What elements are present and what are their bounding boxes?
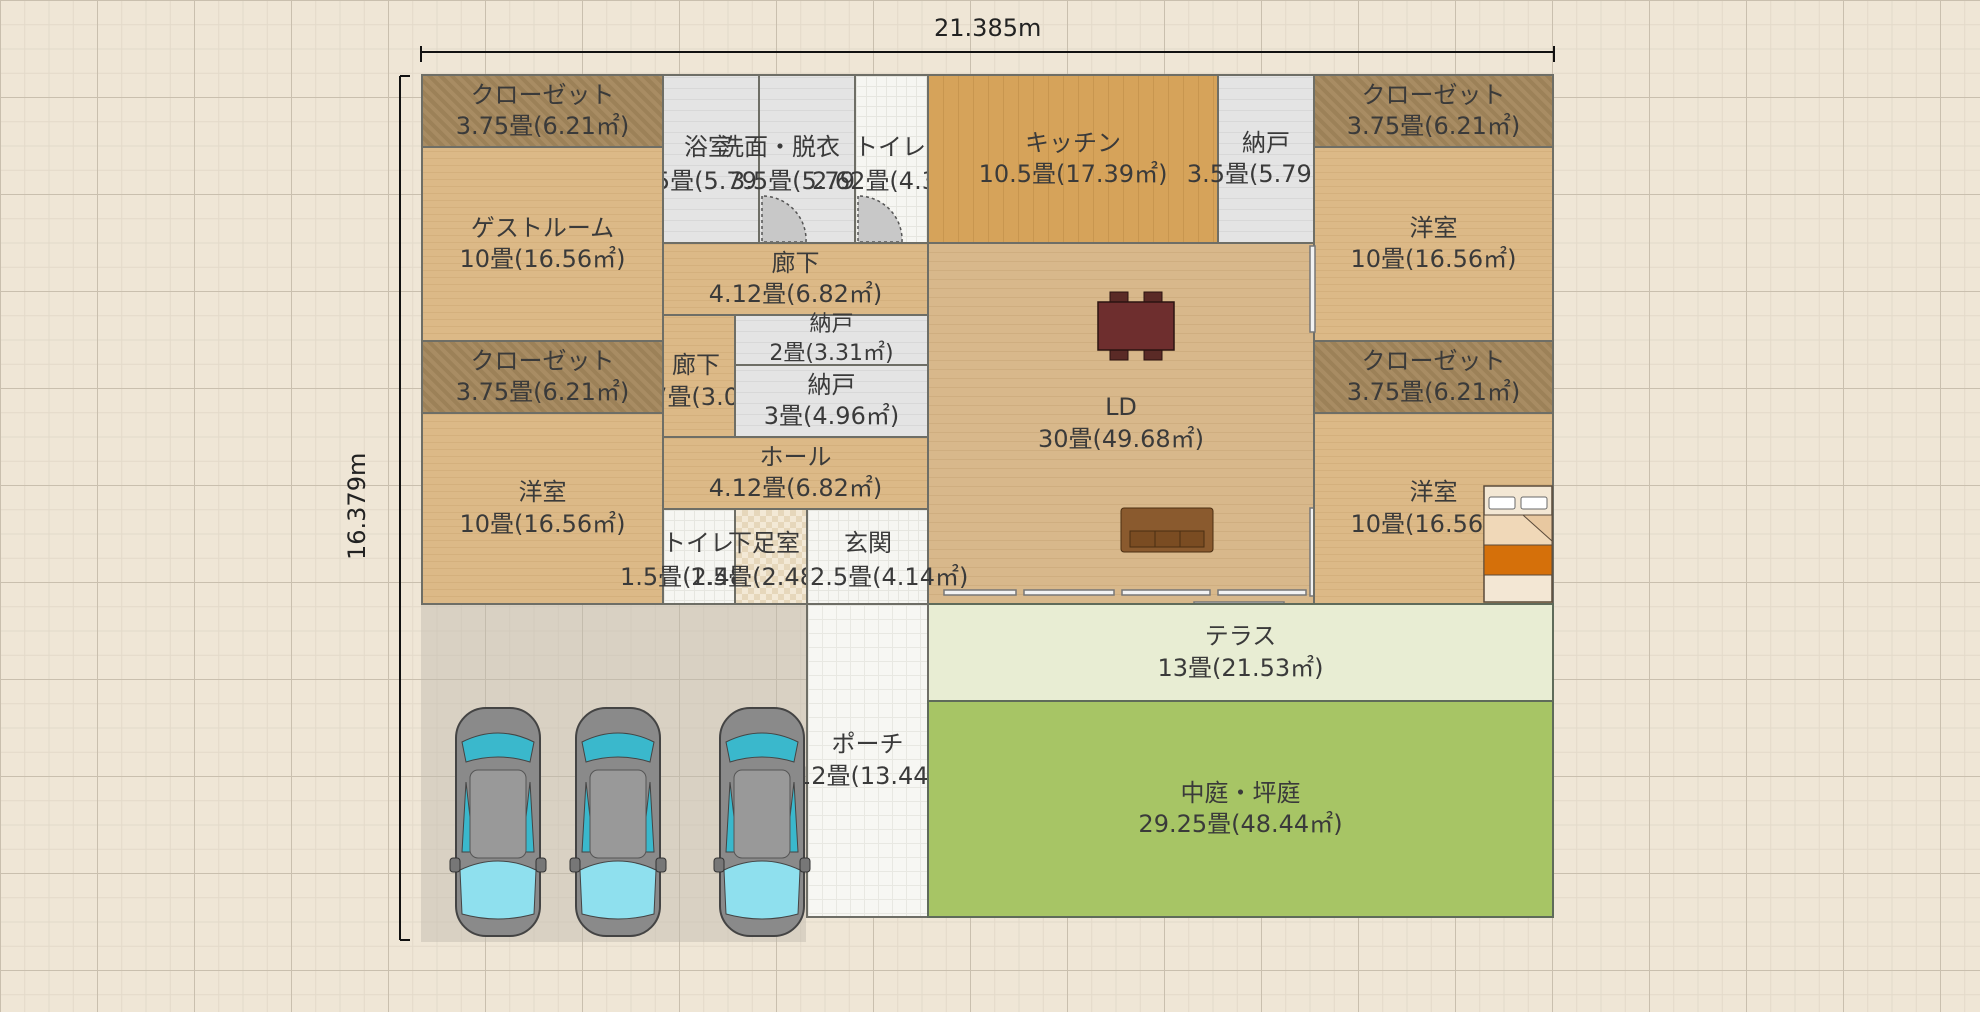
room-name: クローゼット bbox=[470, 80, 615, 109]
room-area: 4.12畳(6.82㎡) bbox=[708, 474, 883, 502]
room-name: クローゼット bbox=[1361, 80, 1506, 109]
room-name: 廊下 bbox=[771, 248, 820, 277]
room-area: 3.75畳(6.21㎡) bbox=[455, 112, 630, 140]
room-area: 3.75畳(6.21㎡) bbox=[1346, 378, 1521, 406]
room-area: 3.75畳(6.21㎡) bbox=[1346, 112, 1521, 140]
room-western-top-right[interactable]: 洋室 10畳(16.56㎡) bbox=[1313, 146, 1554, 342]
room-corridor-small[interactable]: 廊下 1.87畳(3.09㎡) bbox=[614, 314, 788, 438]
room-name: 納戸 bbox=[807, 370, 856, 399]
room-name: トイレ bbox=[662, 529, 734, 557]
room-area: 10畳(16.56㎡) bbox=[459, 245, 626, 273]
room-name: クローゼット bbox=[1361, 346, 1506, 375]
room-hall[interactable]: ホール 4.12畳(6.82㎡) bbox=[662, 436, 929, 510]
room-closet-mid-right[interactable]: クローゼット 3.75畳(6.21㎡) bbox=[1313, 340, 1554, 414]
room-name: 納戸 bbox=[1242, 128, 1290, 157]
room-area: 2.5畳(4.14㎡) bbox=[810, 563, 969, 591]
room-name: ゲストルーム bbox=[470, 213, 615, 242]
area-terrace[interactable]: テラス 13畳(21.53㎡) bbox=[927, 603, 1554, 702]
room-storage-mid-2[interactable]: 納戸 3畳(4.96㎡) bbox=[734, 364, 929, 438]
room-name: テラス bbox=[1204, 622, 1277, 651]
room-name: 廊下 bbox=[672, 351, 720, 379]
room-name: 下足室 bbox=[728, 529, 800, 557]
room-name: 納戸 bbox=[809, 312, 854, 338]
room-name: 洋室 bbox=[1409, 213, 1458, 242]
room-name: トイレ bbox=[854, 133, 926, 161]
room-area: 2畳(3.31㎡) bbox=[769, 341, 894, 366]
room-name: LD bbox=[1105, 393, 1137, 422]
room-storage-top[interactable]: 納戸 3.5畳(5.79㎡) bbox=[1187, 74, 1345, 244]
room-name: キッチン bbox=[1025, 128, 1121, 157]
room-area: 10.5畳(17.39㎡) bbox=[978, 160, 1168, 188]
room-name: 洋室 bbox=[1409, 478, 1458, 507]
room-area: 3畳(4.96㎡) bbox=[763, 402, 900, 430]
room-kitchen[interactable]: キッチン 10.5畳(17.39㎡) bbox=[927, 74, 1219, 244]
area-courtyard[interactable]: 中庭・坪庭 29.25畳(48.44㎡) bbox=[927, 700, 1554, 918]
room-guest-room[interactable]: ゲストルーム 10畳(16.56㎡) bbox=[421, 146, 664, 342]
room-shoe-room[interactable]: 下足室 1.5畳(2.48㎡) bbox=[690, 508, 848, 605]
room-name: クローゼット bbox=[470, 346, 615, 375]
room-entrance[interactable]: 玄関 2.5畳(4.14㎡) bbox=[806, 508, 968, 605]
room-area: 4.12畳(6.82㎡) bbox=[708, 280, 883, 308]
room-area: 3.75畳(6.21㎡) bbox=[455, 378, 630, 406]
room-toilet-top[interactable]: トイレ 2.62畳(4.33㎡) bbox=[812, 74, 986, 244]
dining-table-icon bbox=[1097, 291, 1175, 361]
car-icon bbox=[449, 707, 547, 937]
room-name: 洋室 bbox=[518, 478, 567, 507]
room-area: 13畳(21.53㎡) bbox=[1157, 653, 1324, 682]
room-western-bottom-left[interactable]: 洋室 10畳(16.56㎡) bbox=[421, 412, 664, 605]
room-name: 玄関 bbox=[844, 529, 892, 557]
room-area: 10畳(16.56㎡) bbox=[1350, 245, 1517, 273]
height-dimension: 16.379m bbox=[343, 452, 371, 560]
sofa-icon bbox=[1120, 507, 1214, 553]
room-name: 浴室 bbox=[684, 133, 732, 161]
bed-icon bbox=[1483, 485, 1553, 603]
room-area: 10畳(16.56㎡) bbox=[459, 509, 626, 538]
room-closet-top-right[interactable]: クローゼット 3.75畳(6.21㎡) bbox=[1313, 74, 1554, 148]
room-washroom[interactable]: 洗面・脱衣 3.5畳(5.79㎡) bbox=[720, 74, 888, 244]
car-icon bbox=[569, 707, 667, 937]
room-area: 29.25畳(48.44㎡) bbox=[1138, 810, 1343, 838]
room-name: 洗面・脱衣 bbox=[720, 133, 840, 161]
room-closet-top-left[interactable]: クローゼット 3.75畳(6.21㎡) bbox=[421, 74, 664, 148]
width-dimension: 21.385m bbox=[934, 14, 1042, 42]
area-porch[interactable]: ポーチ 8.12畳(13.44㎡) bbox=[773, 603, 962, 918]
room-closet-mid-left[interactable]: クローゼット 3.75畳(6.21㎡) bbox=[421, 340, 664, 414]
room-storage-mid-1[interactable]: 納戸 2畳(3.31㎡) bbox=[734, 312, 929, 366]
room-name: ポーチ bbox=[831, 730, 904, 759]
room-name: ホール bbox=[759, 442, 832, 471]
room-corridor-top[interactable]: 廊下 4.12畳(6.82㎡) bbox=[662, 242, 929, 316]
room-area: 30畳(49.68㎡) bbox=[1038, 424, 1204, 453]
room-name: 中庭・坪庭 bbox=[1180, 778, 1301, 807]
car-icon bbox=[713, 707, 811, 937]
